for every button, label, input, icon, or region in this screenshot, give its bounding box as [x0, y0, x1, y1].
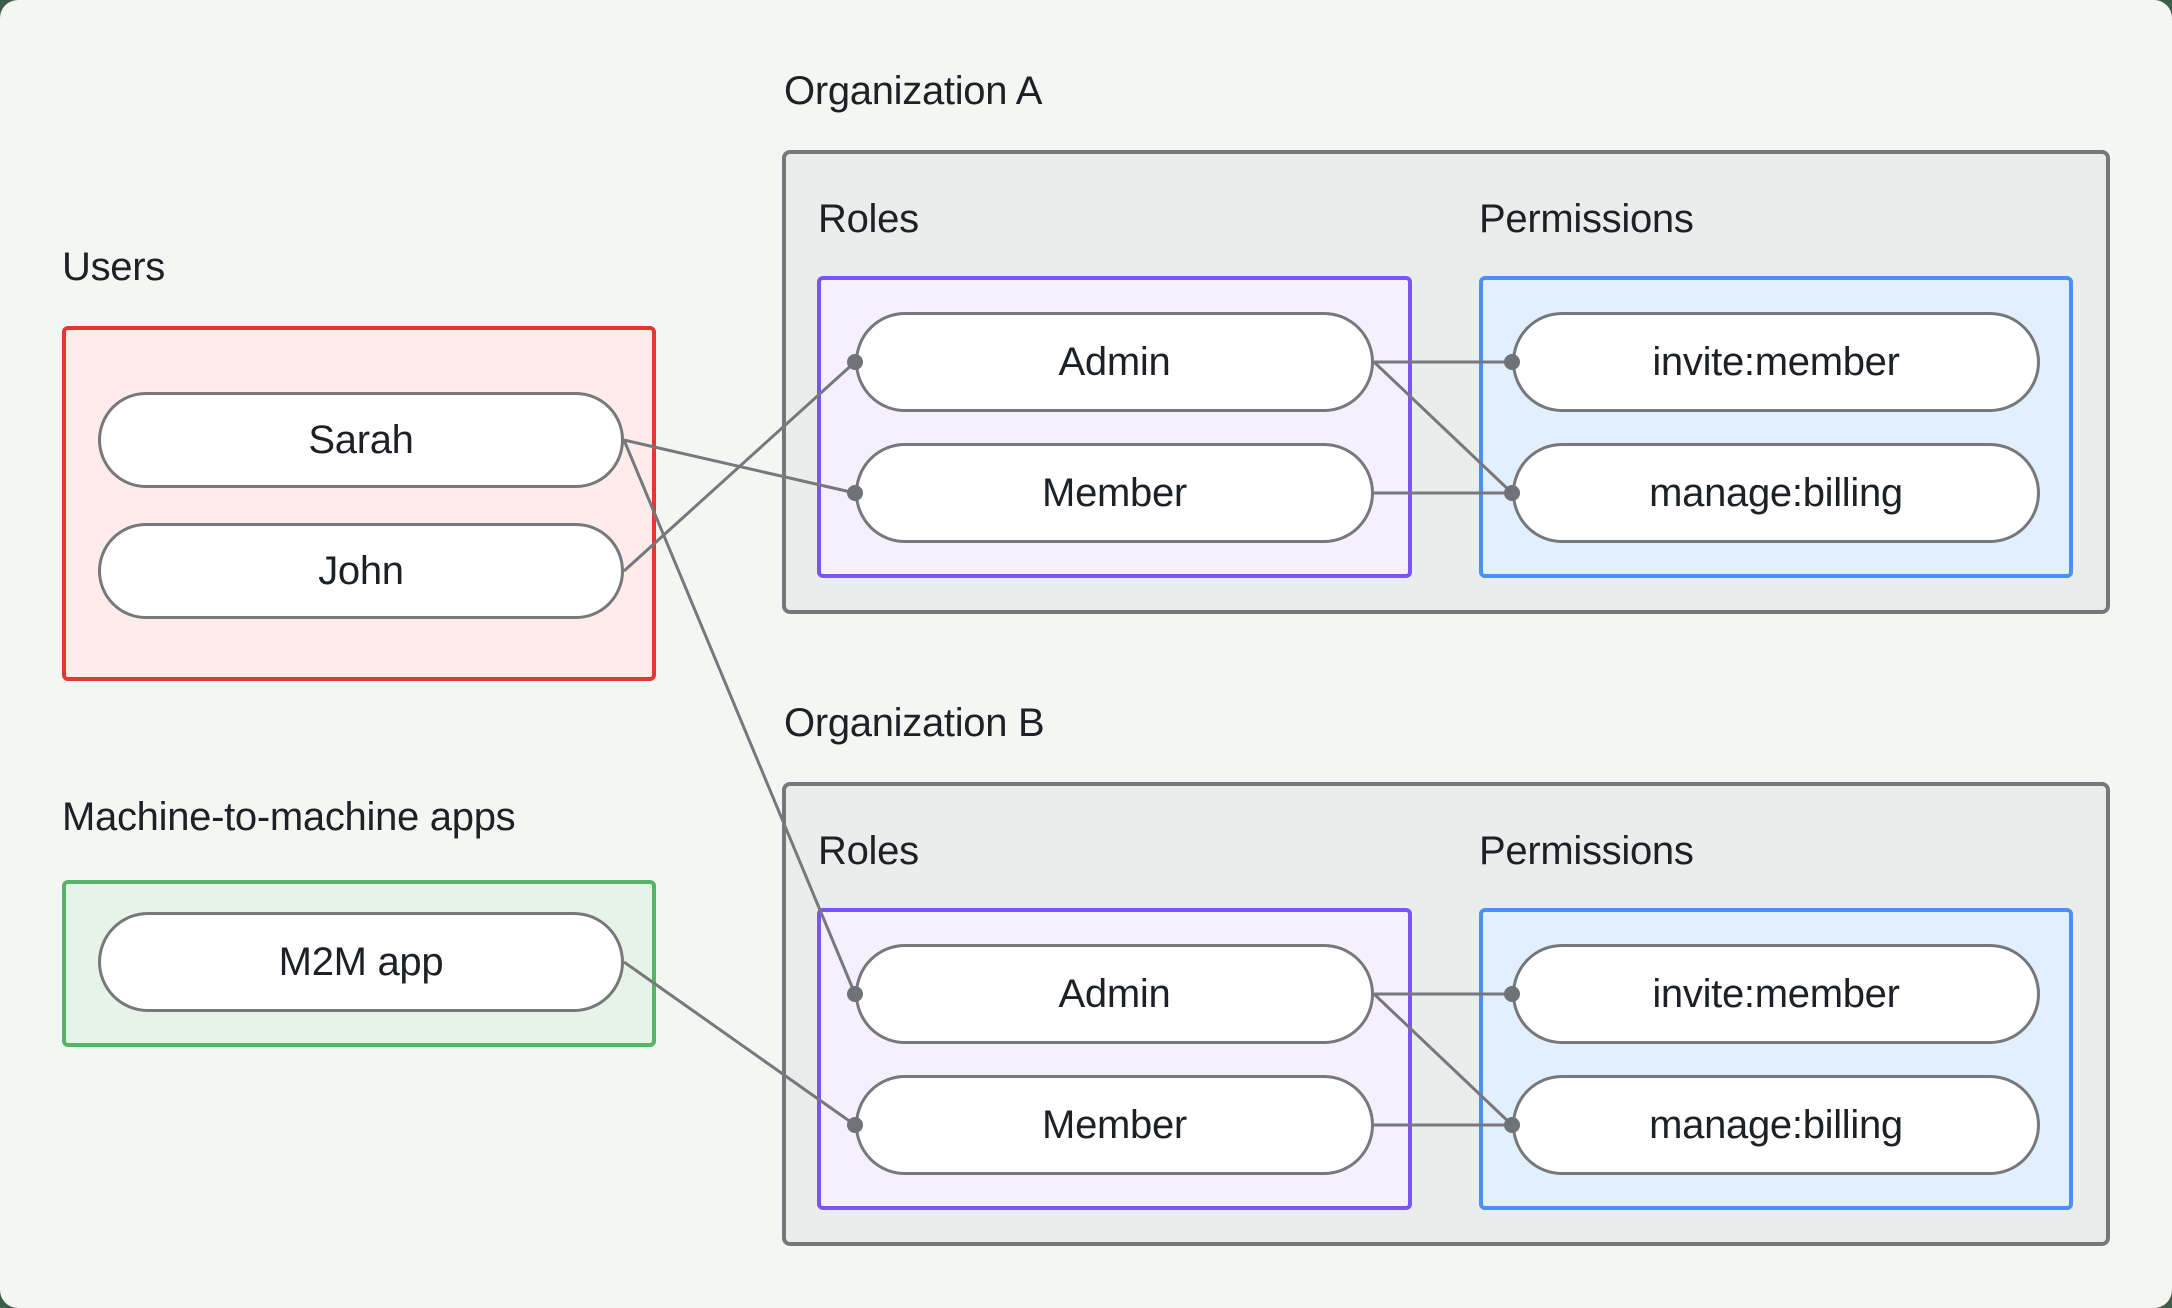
users-group-box — [62, 326, 656, 681]
org-a-permission-manage-billing: manage:billing — [1512, 443, 2040, 543]
m2m-section-label: Machine-to-machine apps — [62, 795, 516, 839]
org-b-permissions-label: Permissions — [1479, 829, 1694, 873]
org-b-roles-label: Roles — [818, 829, 919, 873]
org-a-permissions-label: Permissions — [1479, 197, 1694, 241]
user-node-sarah: Sarah — [98, 392, 624, 488]
m2m-app-node: M2M app — [98, 912, 624, 1012]
users-section-label: Users — [62, 245, 165, 289]
user-node-john: John — [98, 523, 624, 619]
org-b-role-admin: Admin — [855, 944, 1374, 1044]
org-b-title: Organization B — [784, 701, 1045, 745]
org-b-permission-manage-billing: manage:billing — [1512, 1075, 2040, 1175]
org-b-role-member: Member — [855, 1075, 1374, 1175]
org-a-role-member: Member — [855, 443, 1374, 543]
org-a-role-admin: Admin — [855, 312, 1374, 412]
org-a-roles-label: Roles — [818, 197, 919, 241]
org-b-permission-invite-member: invite:member — [1512, 944, 2040, 1044]
org-a-permission-invite-member: invite:member — [1512, 312, 2040, 412]
org-a-title: Organization A — [784, 69, 1043, 113]
